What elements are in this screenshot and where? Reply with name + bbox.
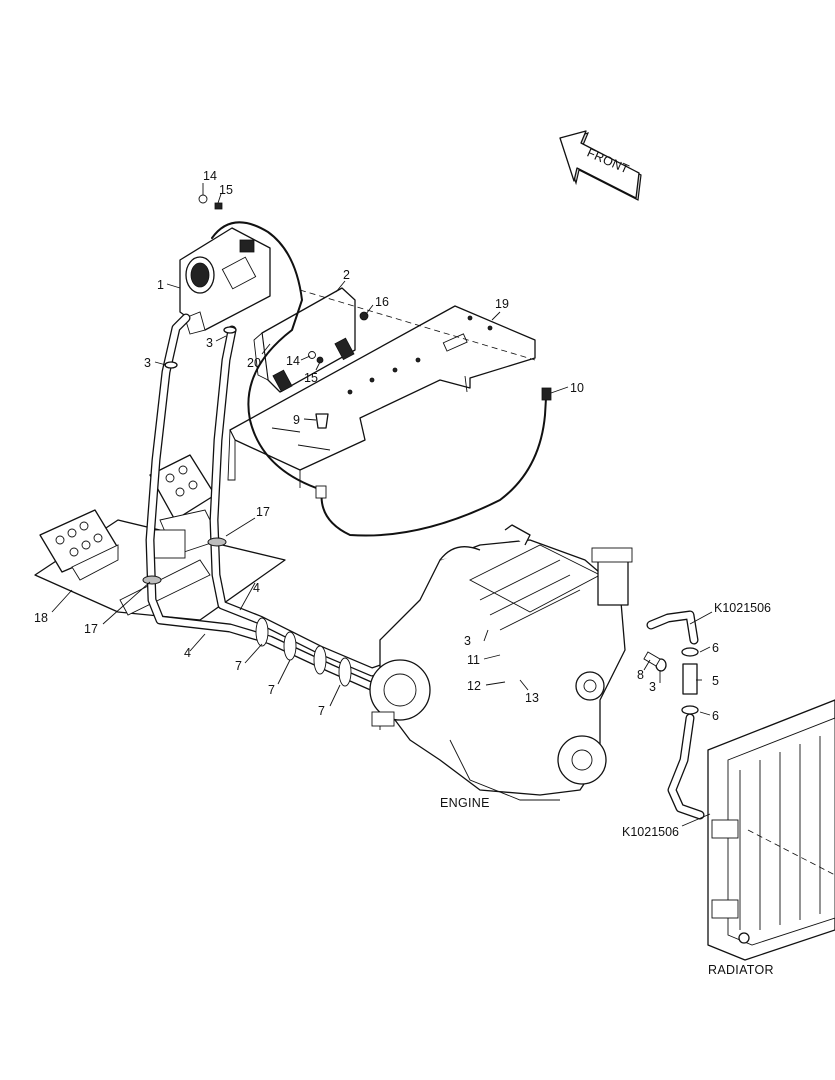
- callout-16: 16: [375, 295, 389, 309]
- callout-10: 10: [570, 381, 584, 395]
- callout-4: 4: [253, 581, 260, 595]
- radiator: [299, 289, 835, 961]
- callout-2: 2: [343, 268, 350, 282]
- part-number-hose-lower: K1021506: [622, 825, 679, 839]
- callout-7: 7: [235, 659, 242, 673]
- floor-plate-18: [34, 454, 286, 621]
- callout-8: 8: [637, 668, 644, 682]
- callout-11: 11: [467, 653, 480, 667]
- heater-unit-1: [179, 227, 271, 335]
- callout-18: 18: [34, 611, 48, 625]
- leader-lines: [51, 183, 713, 827]
- callout-3: 3: [464, 634, 471, 648]
- callout-6: 6: [712, 641, 719, 655]
- callout-15: 15: [304, 371, 318, 385]
- radiator-label: RADIATOR: [708, 963, 774, 977]
- callout-17: 17: [84, 622, 98, 636]
- engine-label: ENGINE: [440, 796, 490, 810]
- part-number-hose-upper: K1021506: [714, 601, 771, 615]
- callout-13: 13: [525, 691, 539, 705]
- callout-20: 20: [247, 356, 261, 370]
- hose-wraps-7: [255, 617, 352, 687]
- callout-15: 15: [219, 183, 233, 197]
- callout-17: 17: [256, 505, 270, 519]
- callout-1: 1: [157, 278, 164, 292]
- callout-19: 19: [495, 297, 509, 311]
- mounting-bracket-19: [227, 305, 536, 488]
- callout-14: 14: [286, 354, 300, 368]
- callout-3: 3: [144, 356, 151, 370]
- callout-3: 3: [649, 680, 656, 694]
- callout-7: 7: [318, 704, 325, 718]
- callout-12: 12: [467, 679, 481, 693]
- callout-9: 9: [293, 413, 300, 427]
- callout-5: 5: [712, 674, 719, 688]
- callout-14: 14: [203, 169, 217, 183]
- callout-4: 4: [184, 646, 191, 660]
- engine-block: [369, 524, 633, 801]
- callout-labels: 1 2 3 3 3 3 4 4 5 6 6 7 7 7 8 9 10 11 12…: [34, 169, 771, 839]
- callout-6: 6: [712, 709, 719, 723]
- control-cable: [211, 221, 552, 537]
- radiator-hoses: [646, 610, 705, 820]
- front-arrow: FRONT: [559, 130, 642, 201]
- callout-7: 7: [268, 683, 275, 697]
- callout-3: 3: [206, 336, 213, 350]
